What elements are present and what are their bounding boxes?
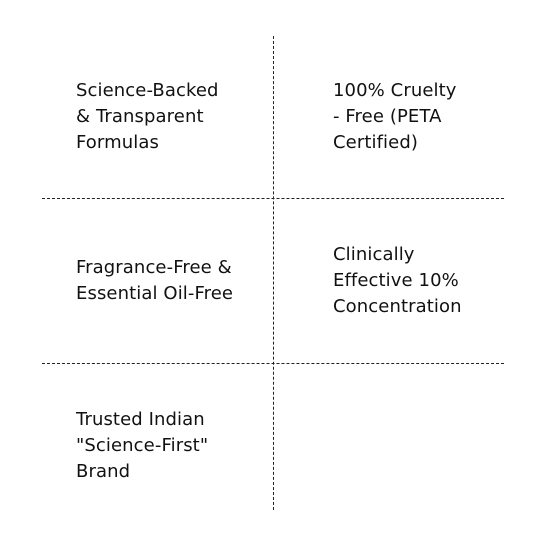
feature-text: Clinically Effective 10% Concentration bbox=[333, 243, 462, 317]
vertical-divider bbox=[273, 36, 274, 510]
feature-text: Science-Backed & Transparent Formulas bbox=[76, 80, 219, 153]
feature-text: Trusted Indian "Science-First" Brand bbox=[76, 409, 209, 482]
feature-text: 100% Cruelty - Free (PETA Certified) bbox=[333, 80, 457, 153]
horizontal-divider-1 bbox=[42, 198, 504, 199]
feature-cell: Trusted Indian "Science-First" Brand bbox=[76, 363, 273, 529]
feature-cell: Science-Backed & Transparent Formulas bbox=[76, 36, 273, 198]
horizontal-divider-2 bbox=[42, 363, 504, 364]
feature-cell: 100% Cruelty - Free (PETA Certified) bbox=[333, 36, 523, 198]
feature-cell: Clinically Effective 10% Concentration bbox=[333, 198, 523, 363]
feature-cell: Fragrance-Free & Essential Oil-Free bbox=[76, 198, 273, 363]
feature-text: Fragrance-Free & Essential Oil-Free bbox=[76, 256, 234, 304]
